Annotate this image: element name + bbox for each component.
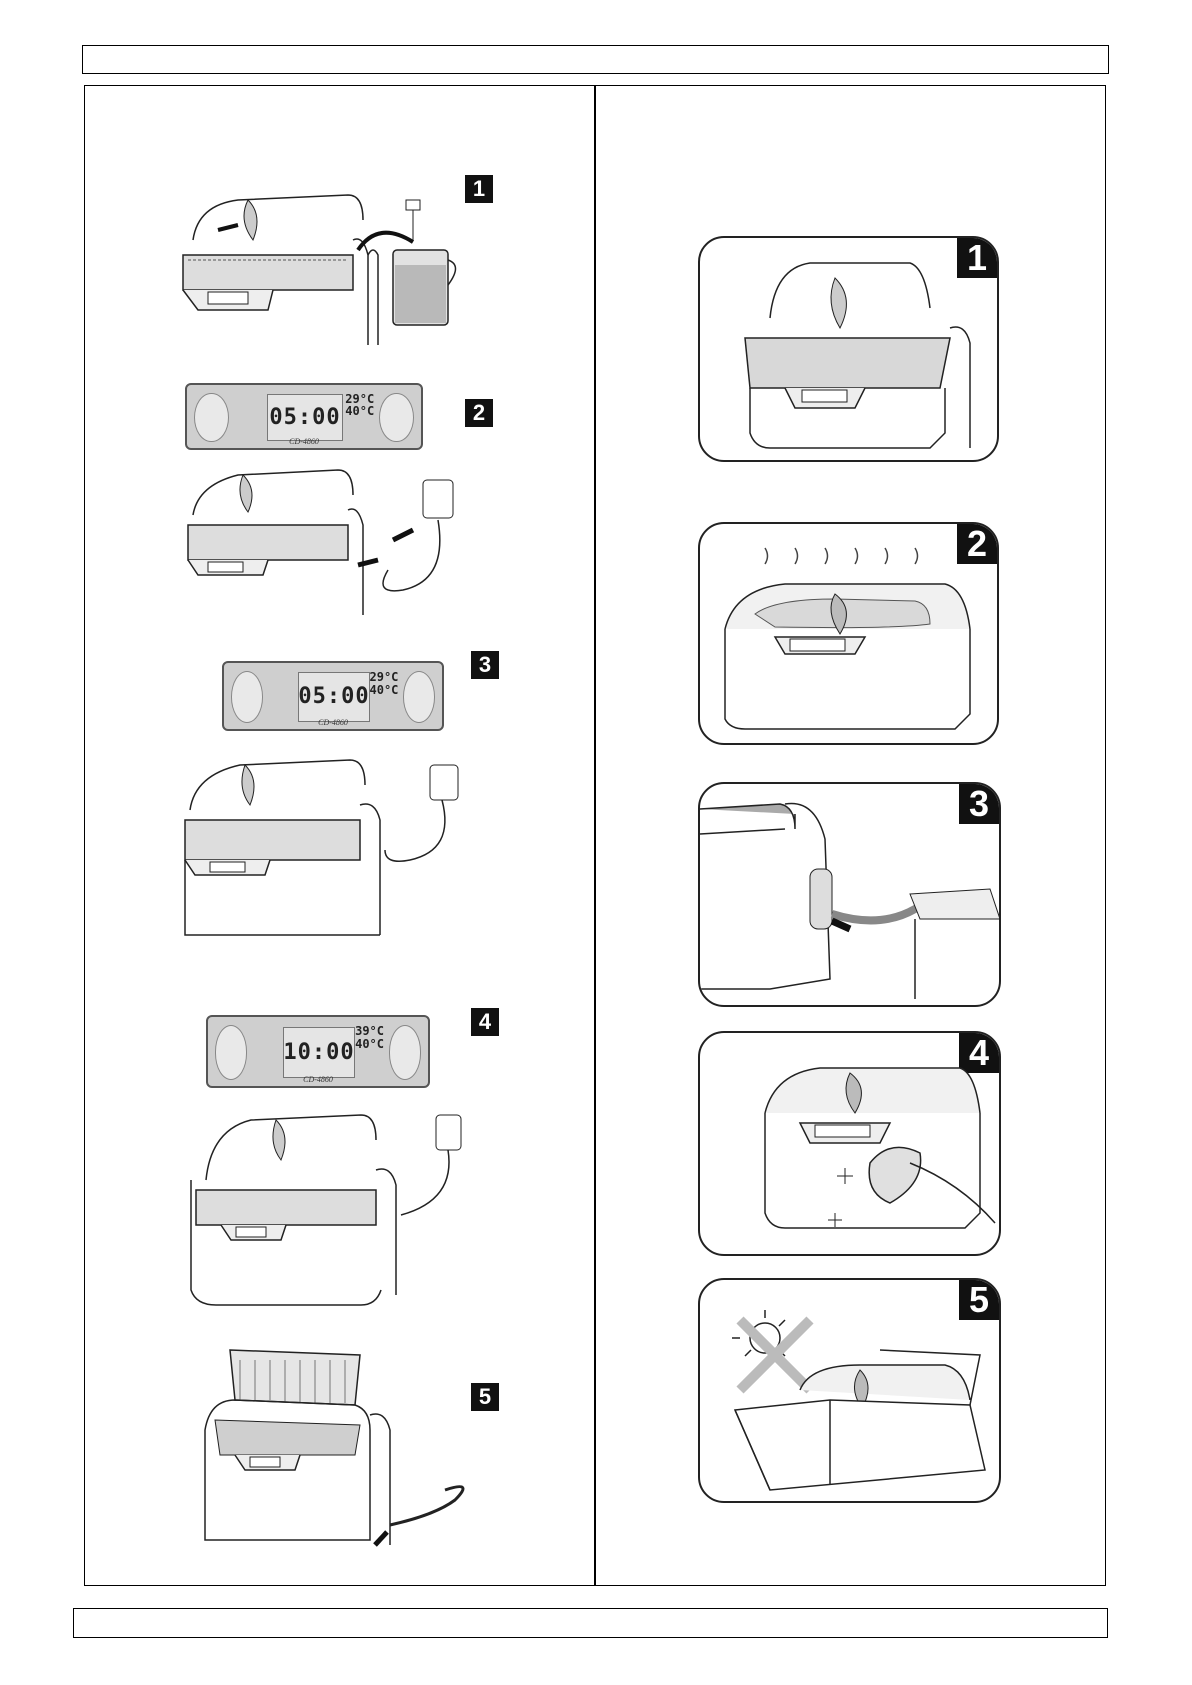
left-step-2-temp-set: 40°C bbox=[345, 405, 374, 418]
left-step-2-badge: 2 bbox=[465, 399, 493, 427]
left-step-2-time-readout: 05:00 bbox=[269, 405, 340, 430]
left-step-3-time-readout: 05:00 bbox=[298, 684, 369, 709]
right-step-3-drain-hose-illustration bbox=[700, 789, 1000, 1004]
left-step-5-drain-basket-illustration bbox=[195, 1340, 495, 1565]
right-step-2-panel: 2 bbox=[698, 522, 999, 745]
left-step-4-power-knob bbox=[215, 1025, 248, 1079]
left-step-3-power-knob bbox=[231, 671, 264, 723]
left-step-3-model-label: CD-4860 bbox=[224, 718, 442, 727]
column-divider bbox=[594, 85, 596, 1586]
left-step-2-plug-in-illustration bbox=[183, 460, 463, 620]
left-step-4-temp-actual: 39°C bbox=[355, 1025, 384, 1038]
left-step-4-time-knob bbox=[389, 1025, 422, 1079]
left-step-3-temp-actual: 29°C bbox=[370, 671, 399, 684]
right-step-2-heating-lid-closed-illustration bbox=[715, 549, 985, 744]
right-step-3-panel: 3 bbox=[698, 782, 1001, 1007]
left-step-3-time-knob bbox=[403, 671, 436, 723]
right-step-5-storage-box-illustration bbox=[710, 1290, 995, 1500]
left-step-4-temp-set: 40°C bbox=[355, 1038, 384, 1051]
left-step-2-time-knob bbox=[379, 393, 414, 443]
right-step-4-panel: 4 bbox=[698, 1031, 1001, 1256]
left-step-2-model-label: CD-4860 bbox=[187, 437, 421, 446]
left-step-3-badge: 3 bbox=[471, 651, 499, 679]
right-step-5-panel: 5 bbox=[698, 1278, 1001, 1503]
left-step-1-fill-tank-illustration bbox=[178, 180, 478, 345]
left-step-4-badge: 4 bbox=[471, 1008, 499, 1036]
left-step-2-power-knob bbox=[194, 393, 229, 443]
page-header-frame bbox=[82, 45, 1109, 74]
left-step-4-time-readout: 10:00 bbox=[283, 1040, 354, 1065]
page-footer-frame bbox=[73, 1608, 1108, 1638]
left-step-3-temp-set: 40°C bbox=[370, 684, 399, 697]
right-step-1-open-lid-illustration bbox=[730, 258, 980, 458]
right-step-4-wipe-clean-illustration bbox=[750, 1053, 995, 1253]
left-step-4-model-label: CD-4860 bbox=[208, 1075, 428, 1084]
right-step-1-panel: 1 bbox=[698, 236, 999, 462]
left-step-4-running-unit-illustration bbox=[186, 1110, 466, 1315]
left-step-3-start-cleaning-illustration bbox=[180, 750, 470, 940]
